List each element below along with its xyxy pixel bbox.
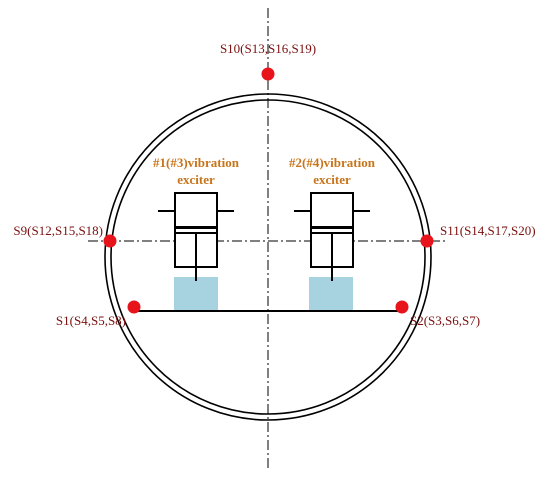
left-exciter-label-line2: exciter xyxy=(177,172,215,187)
left-vibration-exciter xyxy=(158,192,234,310)
sensor-dot-top xyxy=(261,67,275,81)
sensor-dot-bottom-right xyxy=(395,300,409,314)
sensor-dot-right xyxy=(420,234,434,248)
right-exciter-upper-box xyxy=(310,192,354,228)
sensor-label-bottom-left: S1(S4,S5,S8) xyxy=(56,313,126,328)
right-vibration-exciter xyxy=(294,192,370,310)
sensor-dot-bottom-left xyxy=(127,300,141,314)
sensor-label-bottom-right: S2(S3,S6,S7) xyxy=(410,313,480,328)
right-water-block xyxy=(309,277,353,310)
sensor-label-top: S10(S13,S16,S19) xyxy=(220,41,316,56)
right-exciter-label-line2: exciter xyxy=(313,172,351,187)
left-exciter-upper-box xyxy=(174,192,218,228)
sensor-dot-left xyxy=(103,234,117,248)
left-exciter-label-line1: #1(#3)vibration xyxy=(153,155,240,170)
sensor-label-right: S11(S14,S17,S20) xyxy=(440,223,536,238)
right-exciter-label-line1: #2(#4)vibration xyxy=(289,155,376,170)
left-water-block xyxy=(174,277,218,310)
sensor-label-left: S9(S12,S15,S18) xyxy=(13,223,103,238)
